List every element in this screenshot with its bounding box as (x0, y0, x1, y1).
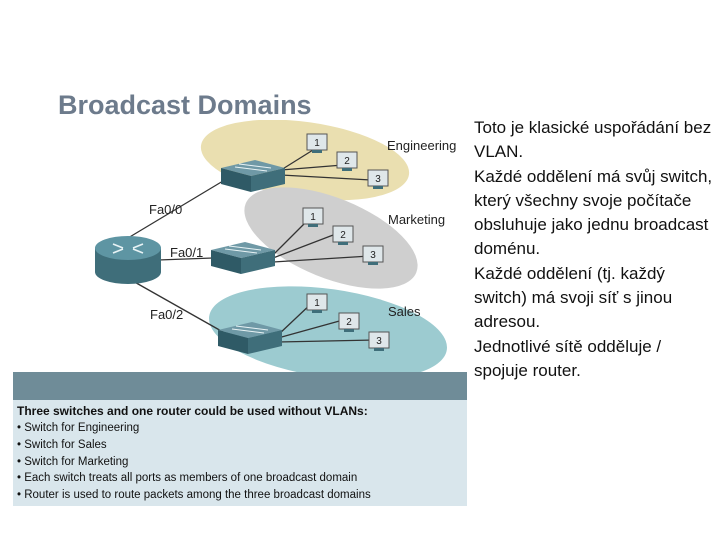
interface-fa0-1-label: Fa0/1 (170, 245, 204, 260)
pc-number: 3 (375, 174, 381, 185)
router-icon (95, 236, 161, 284)
list-item: Router is used to route packets among th… (17, 487, 467, 504)
info-heading: Three switches and one router could be u… (17, 404, 368, 418)
engineering-pc-3-icon (367, 169, 389, 189)
pc-number: 2 (344, 156, 350, 167)
engineering-pc-2-icon (336, 151, 358, 171)
marketing-pc-2-icon (332, 225, 354, 245)
side-paragraph: Jednotlivé sítě odděluje / spojuje route… (474, 336, 662, 380)
info-panel: Three switches and one router could be u… (13, 372, 467, 506)
side-text: Toto je klasické uspořádání bez VLAN. Ka… (474, 116, 714, 383)
marketing-switch-icon (211, 242, 275, 274)
pc-number: 1 (314, 138, 320, 149)
link-fa0-0 (127, 177, 229, 239)
marketing-pc-1-icon (302, 207, 324, 227)
marketing-pc-3-icon (362, 245, 384, 265)
side-paragraph: Každé oddělení (tj. každý switch) má svo… (474, 263, 673, 332)
engineering-pc-1-icon (306, 133, 328, 153)
side-paragraph: Toto je klasické uspořádání bez VLAN. (474, 118, 712, 162)
info-list: Switch for Engineering Switch for Sales … (13, 420, 467, 504)
sales-domain-ellipse (209, 286, 447, 380)
sales-pc-2-icon (338, 312, 360, 332)
link-fa0-2 (130, 279, 224, 333)
list-item: Switch for Engineering (17, 420, 467, 437)
network-diagram: 1 2 3 1 2 3 1 2 3 Engineering Marketing … (13, 119, 468, 380)
sales-switch-icon (218, 322, 282, 354)
pc-number: 2 (346, 317, 352, 328)
info-panel-band (13, 372, 467, 400)
link-fa0-1 (157, 257, 214, 261)
pc-number: 2 (340, 230, 346, 241)
list-item: Each switch treats all ports as members … (17, 470, 467, 487)
pc-icons (302, 133, 390, 351)
pc-number: 1 (310, 212, 316, 223)
pc-number: 3 (376, 336, 382, 347)
engineering-label: Engineering (387, 138, 457, 153)
sales-pc-1-icon (306, 293, 328, 313)
sales-label: Sales (388, 304, 421, 319)
marketing-label: Marketing (388, 212, 446, 227)
engineering-switch-icon (221, 160, 285, 192)
sales-pc-3-icon (368, 331, 390, 351)
list-item: Switch for Marketing (17, 454, 467, 471)
list-item: Switch for Sales (17, 437, 467, 454)
pc-number: 1 (314, 298, 320, 309)
network-diagram-svg: 1 2 3 1 2 3 1 2 3 (95, 119, 447, 380)
side-paragraph: Každé oddělení má svůj switch, který vše… (474, 166, 713, 259)
slide-title: Broadcast Domains (58, 90, 312, 120)
interface-fa0-0-label: Fa0/0 (149, 202, 183, 217)
pc-number: 3 (370, 250, 376, 261)
interface-fa0-2-label: Fa0/2 (150, 307, 184, 322)
